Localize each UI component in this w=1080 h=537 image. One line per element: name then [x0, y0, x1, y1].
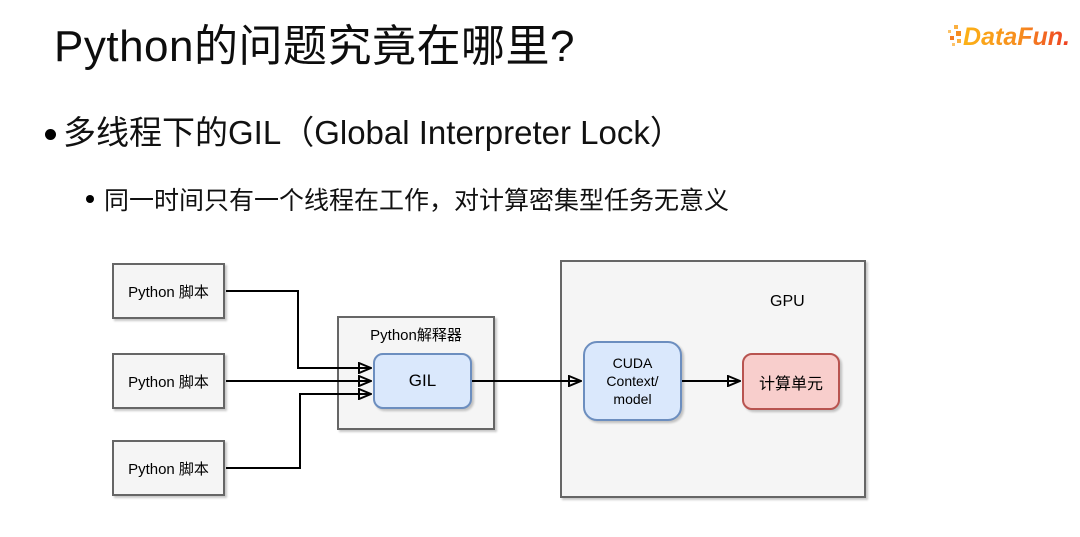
datafun-logo: DataFun. [947, 24, 1070, 50]
compute-unit-box: 计算单元 [742, 353, 840, 410]
python-interpreter-label: Python解释器 [370, 327, 462, 344]
python-script-box-1-label: Python 脚本 [128, 283, 209, 301]
page-title: Python的问题究竟在哪里? [54, 22, 575, 71]
bullet-dot-level2 [86, 195, 94, 203]
python-script-box-3-label: Python 脚本 [128, 460, 209, 478]
python-script-box-2-label: Python 脚本 [128, 373, 209, 391]
python-script-box-2: Python 脚本 [112, 353, 225, 409]
gpu-label: GPU [770, 293, 805, 310]
bullet-level2-text: 同一时间只有一个线程在工作，对计算密集型任务无意义 [104, 187, 730, 215]
bullet-dot-level1 [45, 129, 56, 140]
cuda-line-3: model [613, 391, 652, 407]
compute-unit-label: 计算单元 [758, 375, 823, 393]
cuda-line-1: CUDA [612, 355, 653, 371]
cuda-line-2: Context/ [606, 373, 659, 389]
cuda-context-box: CUDA Context/ model [583, 341, 682, 421]
python-script-box-3: Python 脚本 [112, 440, 225, 496]
gil-box: GIL [373, 353, 472, 409]
python-script-box-1: Python 脚本 [112, 263, 225, 319]
datafun-logo-pixels-icon [947, 24, 963, 50]
datafun-logo-text: DataFun. [963, 23, 1070, 51]
gil-label: GIL [408, 371, 437, 390]
bullet-level1-text: 多线程下的GIL（Global Interpreter Lock） [63, 114, 683, 151]
